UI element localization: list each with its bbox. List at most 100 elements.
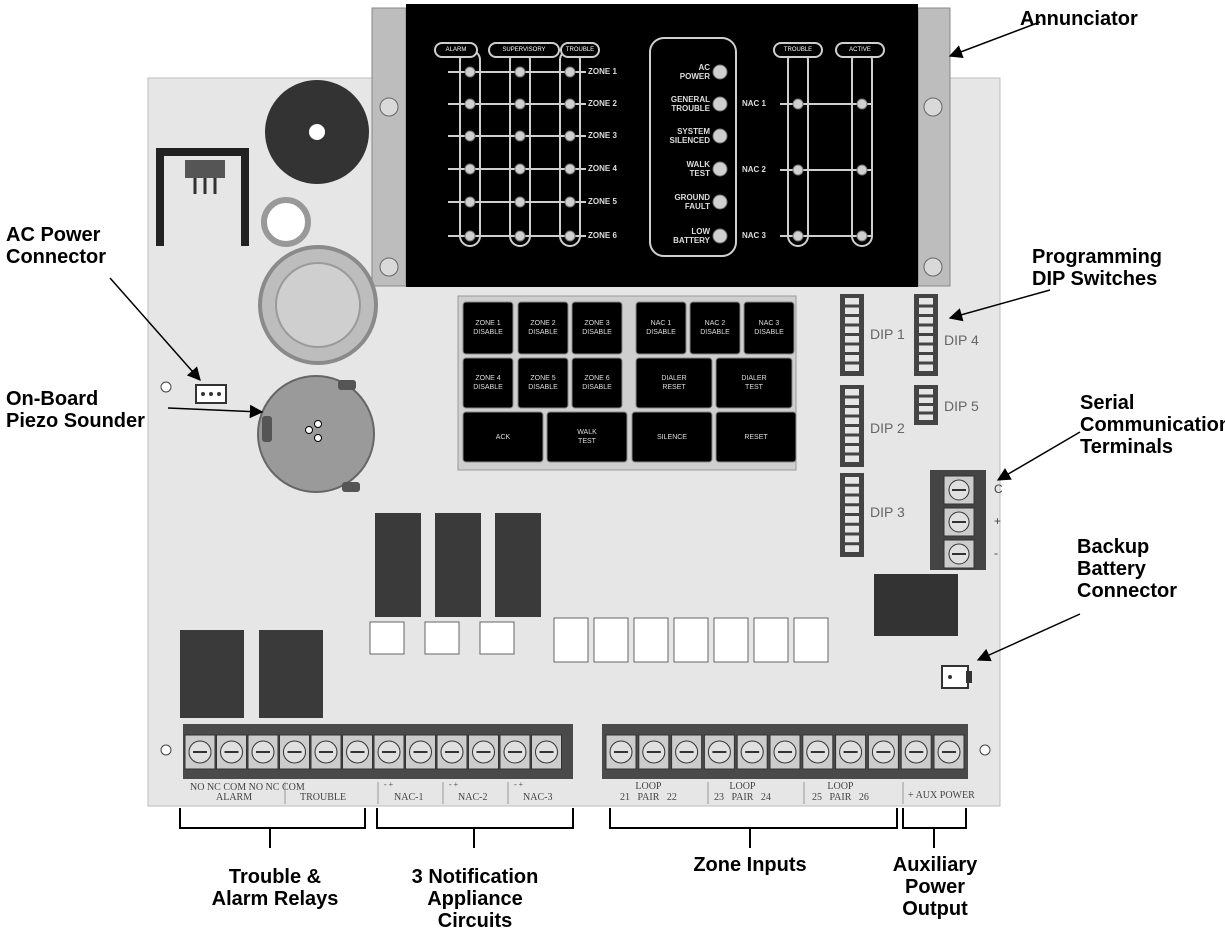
aux-power-callout: Auxiliary Power Output: [892, 854, 978, 920]
dip-switch-group: [840, 294, 938, 557]
keypad-button-label: RESET: [744, 433, 768, 441]
keypad-button: [517, 301, 569, 355]
piezo-sounder-callout: On-Board Piezo Sounder: [6, 388, 145, 432]
piezo-sounder: [257, 375, 375, 493]
mounting-hole: [160, 381, 172, 393]
keypad-button: [715, 411, 797, 463]
dip-switch: [919, 389, 933, 395]
keypad-buttons: [462, 301, 797, 463]
small-component: [713, 617, 749, 663]
serial-terminal-mark: C: [994, 482, 1003, 496]
status-led: [712, 128, 728, 144]
dip-switch: [845, 364, 859, 371]
relay: [375, 513, 421, 617]
keypad-button: [462, 301, 514, 355]
dip-label: DIP 3: [870, 504, 905, 520]
dip-switch: [845, 398, 859, 405]
indicator-led: [464, 98, 476, 110]
keypad-button-label: ZONE 1 DISABLE: [473, 320, 503, 336]
dip-label: DIP 2: [870, 420, 905, 436]
bracket-screw: [379, 97, 399, 117]
nac1-polarity: - +: [384, 780, 394, 789]
keypad-button: [715, 357, 793, 409]
dip-switch: [845, 436, 859, 443]
loop-pair-21-22: LOOP 21 PAIR 22: [620, 781, 677, 803]
dip-switch: [919, 317, 933, 324]
dip-switch: [919, 345, 933, 352]
serial-terminal-mark: -: [994, 546, 998, 560]
indicator-led: [514, 230, 526, 242]
bracket-screw: [379, 257, 399, 277]
indicator-led: [564, 98, 576, 110]
dip-switch: [845, 506, 859, 513]
relay-terminal-label: NO NC COM NO NC COM: [190, 782, 305, 793]
keypad-button-label: ZONE 2 DISABLE: [528, 320, 558, 336]
keypad-button: [546, 411, 628, 463]
small-component: [479, 621, 515, 655]
nac-active-led: [856, 98, 868, 110]
indicator-led: [564, 130, 576, 142]
zone-label: ZONE 6: [588, 231, 617, 240]
dip-switch: [845, 455, 859, 462]
relay: [495, 513, 541, 617]
backup-battery-callout: Backup Battery Connector: [1077, 536, 1177, 602]
keypad-button-label: ZONE 4 DISABLE: [473, 375, 503, 391]
keypad-button: [689, 301, 741, 355]
dip-switch: [845, 486, 859, 494]
keypad-button-label: ZONE 3 DISABLE: [582, 320, 612, 336]
status-led: [712, 228, 728, 244]
dip-switch: [919, 355, 933, 362]
nac-label: NAC 2: [742, 165, 767, 174]
aux-power-label: + AUX POWER: [908, 790, 975, 801]
dip-switch: [845, 336, 859, 343]
dip-switch: [845, 317, 859, 324]
small-component: [424, 621, 460, 655]
indicator-led: [514, 196, 526, 208]
zone-label: ZONE 4: [588, 164, 617, 173]
indicator-led: [514, 98, 526, 110]
nac-trouble-led: [792, 98, 804, 110]
status-label: SYSTEM SILENCED: [669, 127, 710, 145]
indicator-led: [514, 130, 526, 142]
indicator-led: [564, 66, 576, 78]
status-led: [712, 194, 728, 210]
bottom-brackets: [179, 808, 967, 848]
dip-switch: [845, 389, 859, 396]
small-component: [553, 617, 589, 663]
keypad-button: [462, 411, 544, 463]
indicator-led: [564, 163, 576, 175]
dip-switch: [845, 535, 859, 543]
dip-label: DIP 4: [944, 332, 979, 348]
dip-switch: [919, 364, 933, 371]
dip-switch: [845, 417, 859, 424]
dip-switch: [845, 525, 859, 533]
nac2-label: NAC-2: [458, 792, 488, 803]
annunciator-bracket-left: [371, 7, 407, 287]
toroid-large-inner: [275, 262, 361, 348]
bracket-screw: [923, 97, 943, 117]
mounting-hole: [979, 744, 991, 756]
dip-switches-callout: Programming DIP Switches: [1032, 246, 1163, 290]
keypad-button-label: DIALER TEST: [741, 375, 767, 391]
terminal-screws: [184, 734, 965, 770]
dip-switch: [919, 307, 933, 314]
status-led: [712, 161, 728, 177]
keypad-button-label: NAC 2 DISABLE: [700, 320, 730, 336]
dip-switch: [919, 397, 933, 403]
indicator-led: [464, 196, 476, 208]
nac-active-led: [856, 164, 868, 176]
indicator-led: [514, 163, 526, 175]
status-led: [712, 64, 728, 80]
keypad-button-label: SILENCE: [657, 433, 687, 441]
relays-callout: Trouble & Alarm Relays: [211, 866, 339, 910]
keypad-button-label: ZONE 6 DISABLE: [582, 375, 612, 391]
nac-column-header: TROUBLE: [773, 42, 823, 58]
small-component: [633, 617, 669, 663]
dip-switch: [845, 496, 859, 504]
nac-callout: 3 Notification Appliance Circuits: [411, 866, 539, 932]
callout-lines: [109, 21, 1081, 662]
nac3-polarity: - +: [514, 780, 524, 789]
indicator-led: [564, 196, 576, 208]
keypad-button: [743, 301, 795, 355]
serial-terminal-mark: +: [994, 514, 1002, 528]
